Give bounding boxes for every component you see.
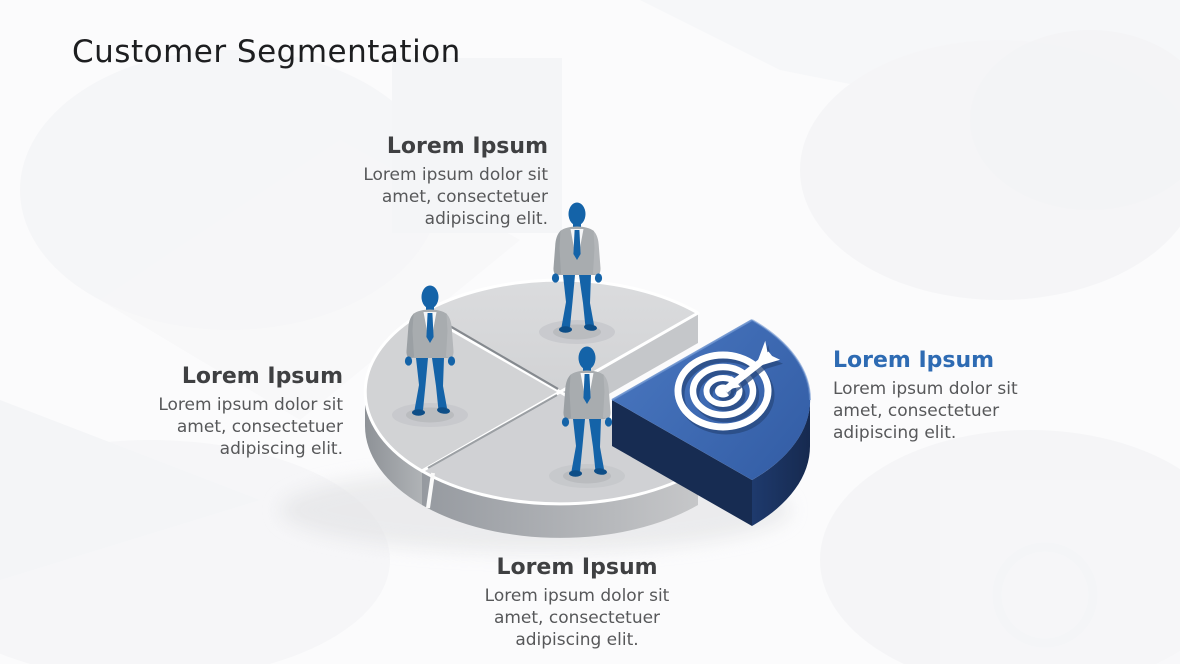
segment-body: Lorem ipsum dolor sit amet, consectetuer… (123, 394, 343, 460)
body-line: Lorem ipsum dolor sit (158, 395, 343, 416)
segment-bottom: Lorem Ipsum Lorem ipsum dolor sit amet, … (452, 555, 702, 651)
segment-body: Lorem ipsum dolor sit amet, consectetuer… (833, 378, 1053, 444)
segment-body: Lorem ipsum dolor sit amet, consectetuer… (336, 164, 548, 230)
pie-slice-target (611, 319, 812, 526)
segment-left: Lorem Ipsum Lorem ipsum dolor sit amet, … (123, 364, 343, 460)
body-line: amet, consectetuer (381, 187, 548, 208)
segment-right: Lorem Ipsum Lorem ipsum dolor sit amet, … (833, 348, 1053, 444)
body-line: amet, consectetuer (833, 401, 1000, 422)
segment-heading: Lorem Ipsum (386, 134, 548, 159)
segment-body: Lorem ipsum dolor sit amet, consectetuer… (452, 585, 702, 651)
body-line: Lorem ipsum dolor sit (833, 379, 1018, 400)
figure-shadows (392, 320, 625, 488)
slice-rim (365, 392, 422, 505)
segment-heading: Lorem Ipsum (181, 364, 343, 389)
pie-slice-bottom (420, 390, 700, 538)
body-line: adipiscing elit. (219, 439, 343, 460)
segment-top: Lorem Ipsum Lorem ipsum dolor sit amet, … (336, 134, 548, 230)
slide-title: Customer Segmentation (72, 34, 461, 70)
body-line: adipiscing elit. (424, 209, 548, 230)
dart-arrow (722, 340, 781, 393)
body-line: amet, consectetuer (493, 608, 661, 629)
segment-heading: Lorem Ipsum (496, 555, 658, 580)
body-line: amet, consectetuer (176, 417, 343, 438)
body-line: adipiscing elit. (515, 630, 639, 651)
segment-heading-highlighted: Lorem Ipsum (833, 348, 995, 373)
slice-rim (752, 400, 811, 526)
target-icon (674, 340, 784, 435)
body-line: Lorem ipsum dolor sit (484, 586, 670, 607)
slice-cut-face (612, 400, 752, 526)
body-line: adipiscing elit. (833, 423, 957, 444)
body-line: Lorem ipsum dolor sit (363, 165, 548, 186)
